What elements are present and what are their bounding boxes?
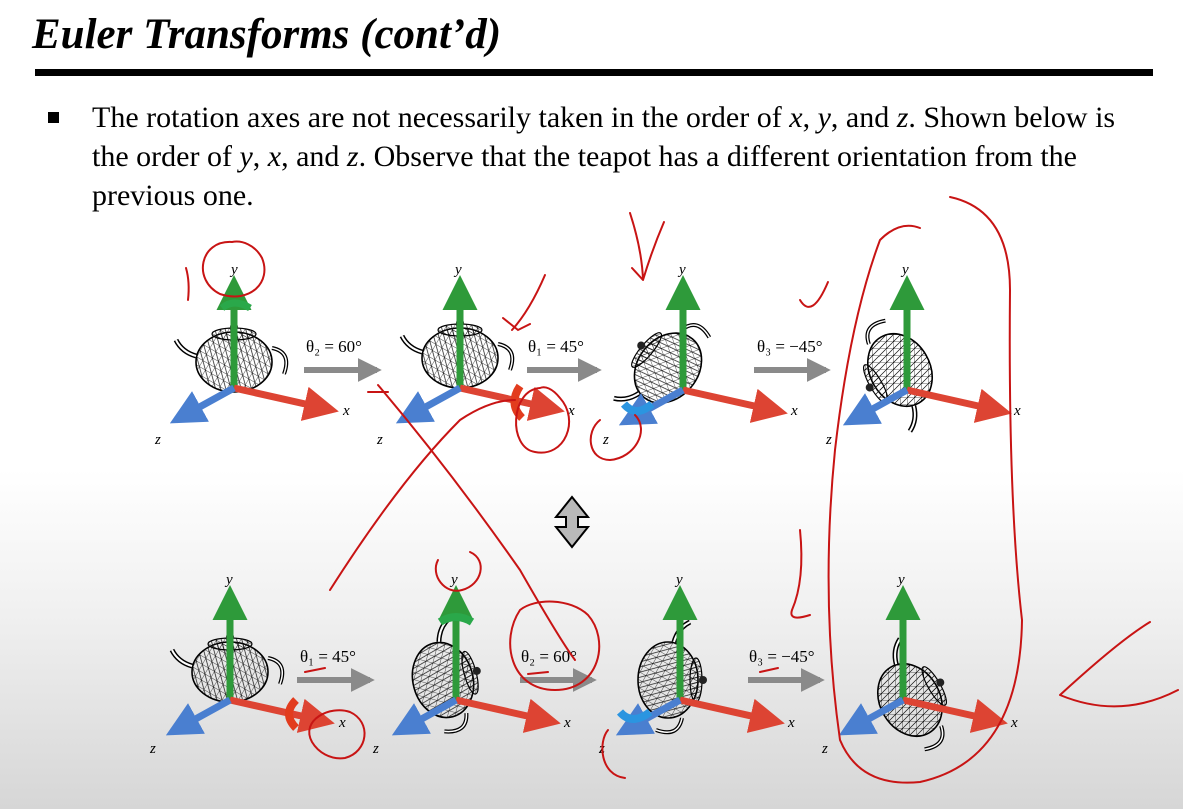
bottom-step-2: θ₂ = 60°: [520, 647, 597, 692]
title-divider: [35, 69, 1153, 76]
top-step-1: θ₂ = 60°: [304, 337, 382, 382]
svg-text:x: x: [787, 715, 795, 731]
bullet-var-x2: x: [267, 140, 282, 173]
x-axis-label: x: [342, 403, 350, 419]
svg-text:x: x: [338, 715, 346, 731]
z-axis-arrow: [169, 384, 236, 424]
svg-text:θ₂ = 60°: θ₂ = 60°: [521, 647, 577, 666]
svg-text:z: z: [372, 741, 379, 757]
bullet-var-y2: y: [239, 140, 253, 173]
svg-text:y: y: [896, 572, 905, 588]
svg-text:z: z: [825, 432, 832, 448]
svg-text:x: x: [790, 403, 798, 419]
svg-text:y: y: [449, 572, 458, 588]
bullet-text-4: . Shown below is the order of: [92, 101, 1116, 173]
bullet-text-6: , and: [281, 140, 347, 173]
bullet-marker: [48, 112, 59, 123]
svg-text:x: x: [1010, 715, 1018, 731]
bullet-var-z2: z: [346, 140, 359, 173]
bottom-panel-3: y x z: [598, 572, 795, 757]
bullet-text-5: ,: [252, 140, 268, 173]
svg-text:y: y: [900, 262, 909, 278]
svg-text:θ₁ = 45°: θ₁ = 45°: [300, 647, 356, 666]
svg-text:y: y: [674, 572, 683, 588]
svg-text:θ₃ = −45°: θ₃ = −45°: [757, 337, 823, 356]
svg-text:θ₃ = −45°: θ₃ = −45°: [749, 647, 815, 666]
top-step-2: θ₁ = 45°: [527, 337, 602, 382]
bullet-text-1: The rotation axes are not necessarily ta…: [92, 101, 790, 134]
top-step-3: θ₃ = −45°: [754, 337, 831, 382]
rotation-y-arrow: [219, 299, 252, 312]
top-panel-4: y x z: [825, 262, 1021, 448]
svg-text:y: y: [453, 262, 462, 278]
svg-text:y: y: [224, 572, 233, 588]
svg-text:z: z: [821, 741, 828, 757]
bullet-text-7: . Observe that the teapot has a differen…: [92, 140, 1077, 212]
x-axis-arrow: [233, 384, 339, 421]
y-axis-label: y: [229, 262, 238, 278]
svg-text:z: z: [376, 432, 383, 448]
bullet-paragraph: The rotation axes are not necessarily ta…: [92, 98, 1132, 215]
rotation-z-arrow: [620, 400, 655, 415]
equivalence-double-arrow: [553, 495, 591, 549]
bullet-var-y: y: [817, 101, 831, 134]
bottom-step-1: θ₁ = 45°: [297, 647, 375, 692]
bullet-var-x: x: [789, 101, 803, 134]
bullet-text-3: , and: [830, 101, 897, 134]
svg-text:z: z: [602, 432, 609, 448]
svg-text:z: z: [598, 741, 605, 757]
svg-text:x: x: [1013, 403, 1021, 419]
step-label: θ₂ = 60°: [306, 337, 362, 356]
bullet-var-z: z: [896, 101, 909, 134]
svg-text:x: x: [563, 715, 571, 731]
bullet-text-2: ,: [802, 101, 818, 134]
bottom-panel-4: y x z: [821, 572, 1018, 760]
svg-text:θ₁ = 45°: θ₁ = 45°: [528, 337, 584, 356]
svg-text:y: y: [677, 262, 686, 278]
z-axis-label: z: [154, 432, 161, 448]
svg-text:z: z: [149, 741, 156, 757]
bottom-step-3: θ₃ = −45°: [748, 647, 825, 692]
svg-text:x: x: [567, 403, 575, 419]
slide-title: Euler Transforms (cont’d): [32, 11, 502, 58]
